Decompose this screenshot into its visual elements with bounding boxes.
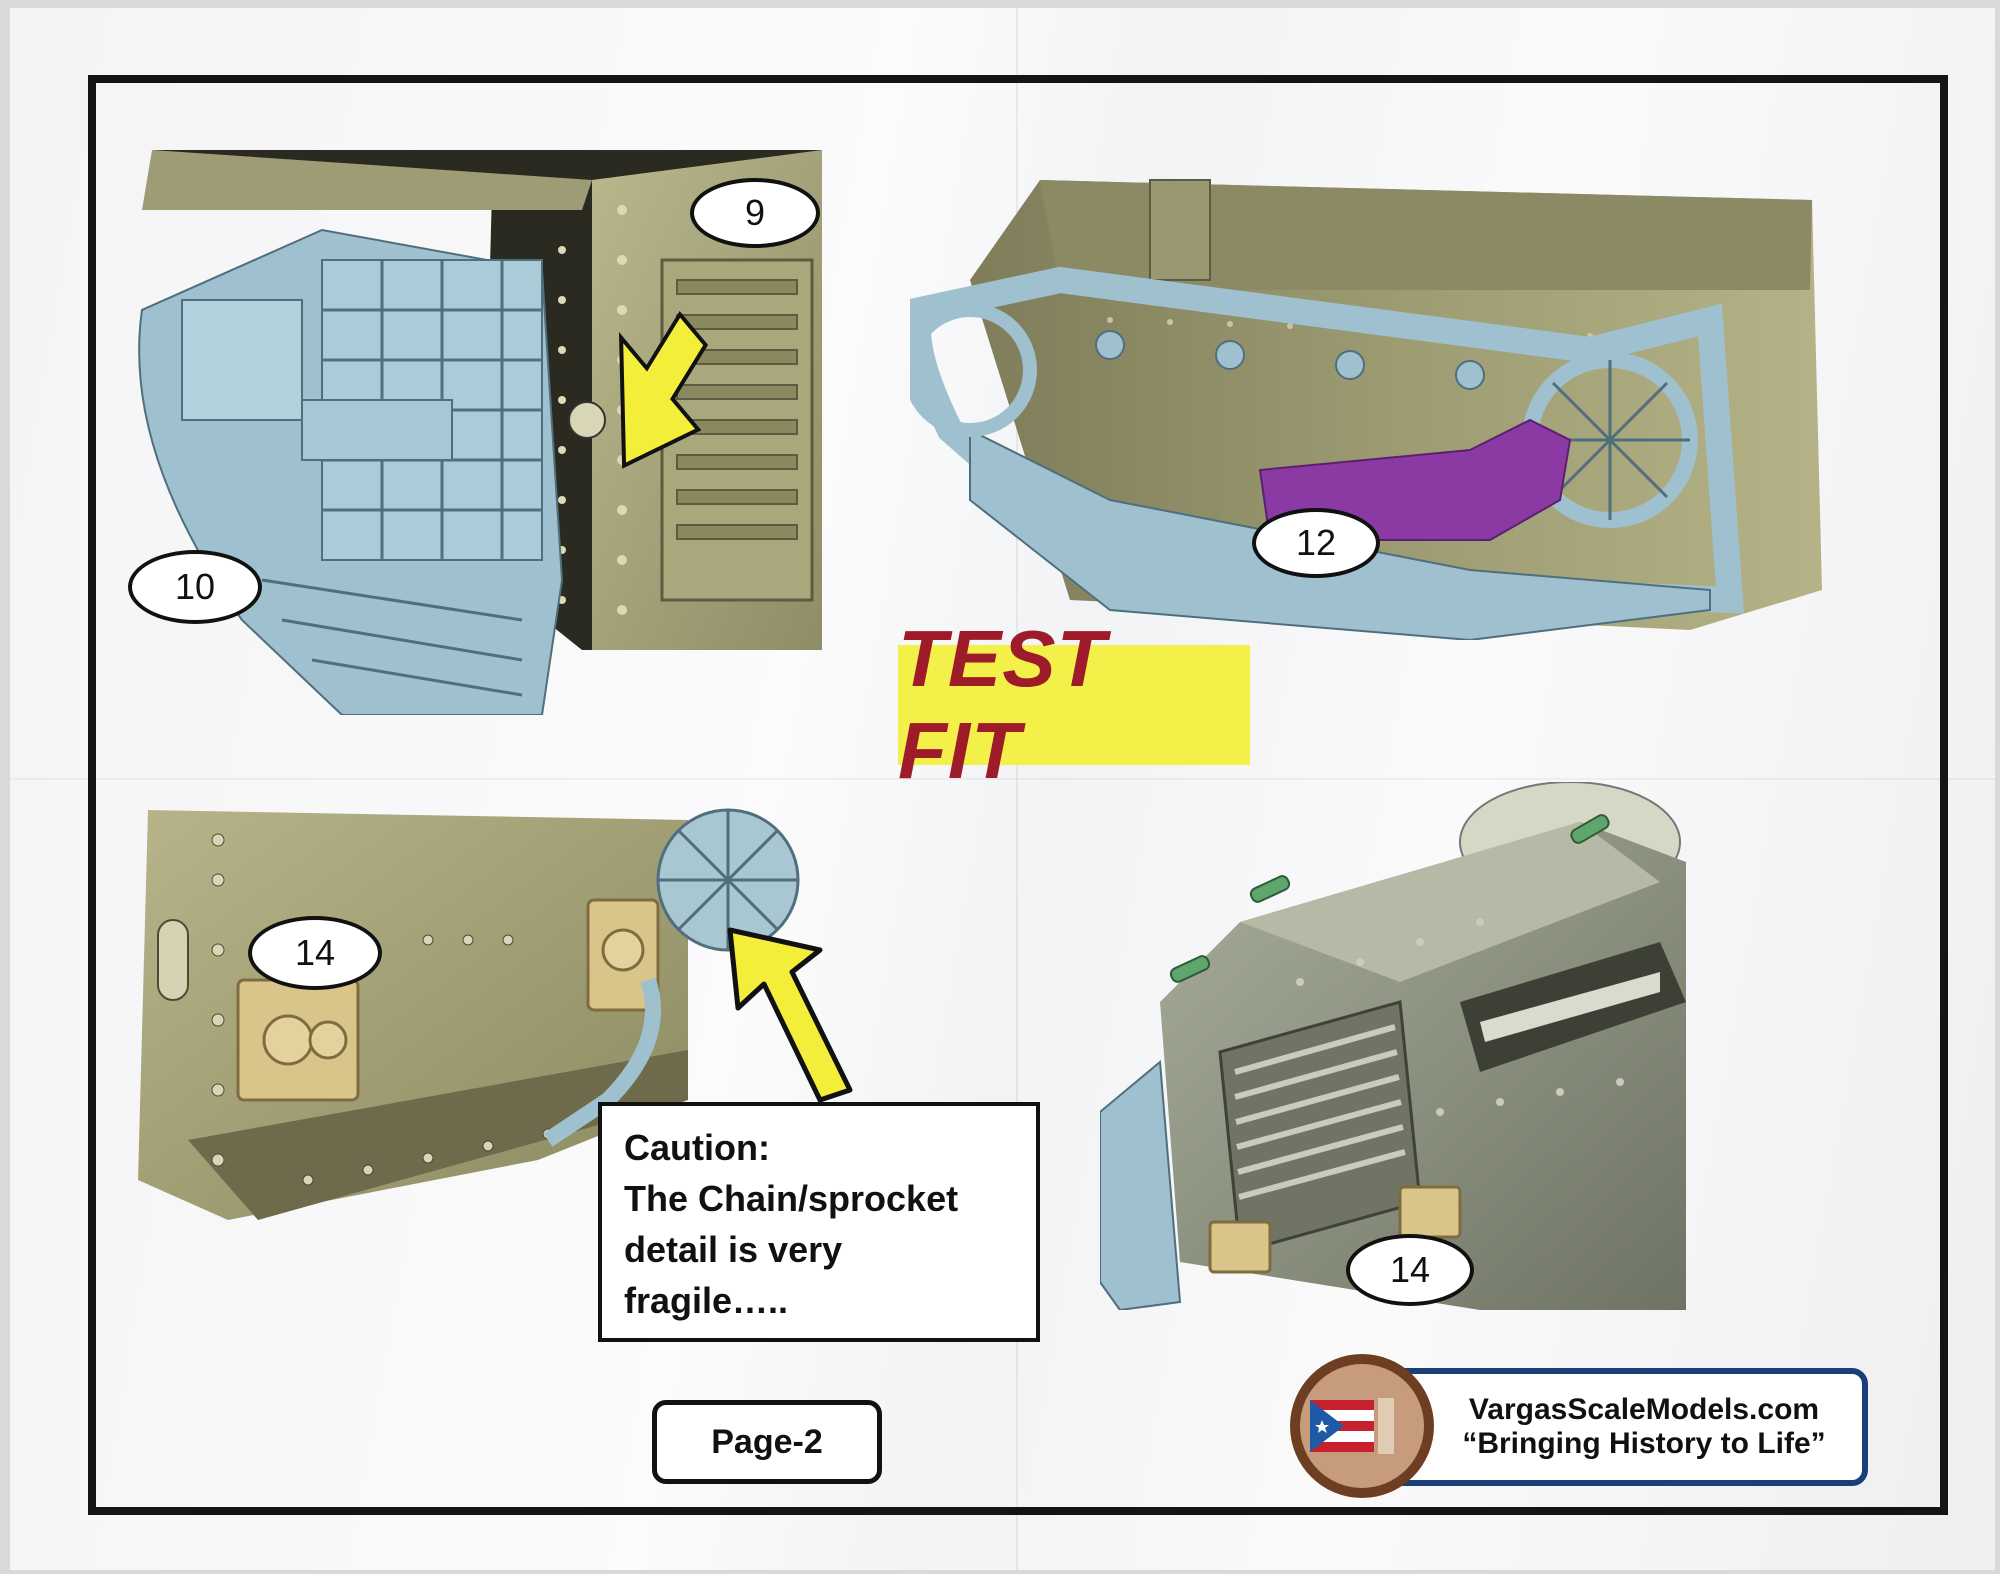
callout-step-14-left: 14 [248,916,382,990]
caution-line-3: detail is very [624,1229,843,1270]
tank-rear-track-illustration [138,150,822,715]
page-frame [88,75,1948,1515]
branding-box: VargasScaleModels.com “Bringing History … [1380,1368,1868,1486]
caution-line-4: fragile….. [624,1280,789,1321]
illustration-step-14-left [128,800,800,1232]
illustration-step-14-right [1100,782,1686,1310]
illustration-step-9-10 [122,150,822,715]
caution-note: Caution: The Chain/sprocket detail is ve… [598,1102,1040,1342]
caution-title: Caution: [624,1127,770,1168]
tank-side-track-illustration [910,179,1822,640]
brand-tagline: “Bringing History to Life” [1462,1427,1826,1460]
puerto-rico-flag-seal-icon [1290,1354,1434,1498]
illustration-step-12 [910,170,1822,640]
test-fit-heading: TEST FIT [898,614,1250,795]
brand-logo-seal [1288,1352,1436,1500]
callout-step-12: 12 [1252,508,1380,578]
paper-fold-horizontal [10,778,1995,780]
caution-line-2: The Chain/sprocket [624,1178,959,1219]
callout-step-9: 9 [690,178,820,248]
yellow-arrow-icon [727,927,853,1103]
callout-step-14-right: 14 [1346,1234,1474,1306]
brand-website: VargasScaleModels.com [1468,1393,1820,1426]
paper-fold-vertical [1016,8,1018,1570]
page-number-label: Page-2 [652,1400,882,1484]
callout-step-10: 10 [128,550,262,624]
tank-front-three-quarter-illustration [1100,782,1686,1310]
tank-front-sprocket-illustration [138,808,800,1220]
